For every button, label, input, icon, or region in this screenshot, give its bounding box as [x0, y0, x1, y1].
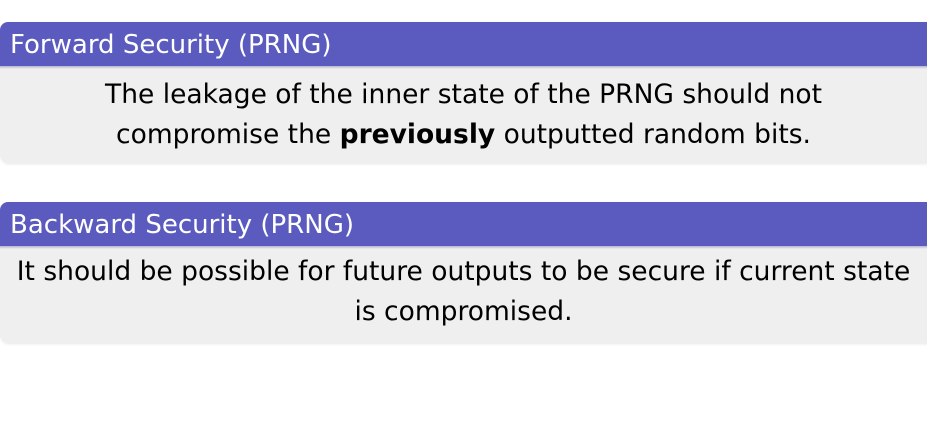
- backward-security-title: Backward Security (PRNG): [0, 202, 927, 249]
- forward-security-block: Forward Security (PRNG) The leakage of t…: [0, 22, 927, 163]
- forward-security-line-1: The leakage of the inner state of the PR…: [105, 79, 822, 110]
- forward-security-definition: The leakage of the inner state of the PR…: [0, 66, 927, 163]
- previously-emphasis: previously: [339, 119, 496, 150]
- backward-security-definition: It should be possible for future outputs…: [0, 246, 927, 343]
- forward-line-2-suffix: outputted random bits.: [495, 119, 811, 150]
- backward-security-block: Backward Security (PRNG) It should be po…: [0, 202, 927, 343]
- backward-security-line-2: is compromised.: [354, 296, 573, 327]
- forward-security-title: Forward Security (PRNG): [0, 22, 927, 69]
- backward-security-line-1: It should be possible for future outputs…: [16, 256, 911, 287]
- forward-line-2-prefix: compromise the: [116, 119, 340, 150]
- forward-security-line-2: compromise the previously outputted rand…: [0, 115, 927, 155]
